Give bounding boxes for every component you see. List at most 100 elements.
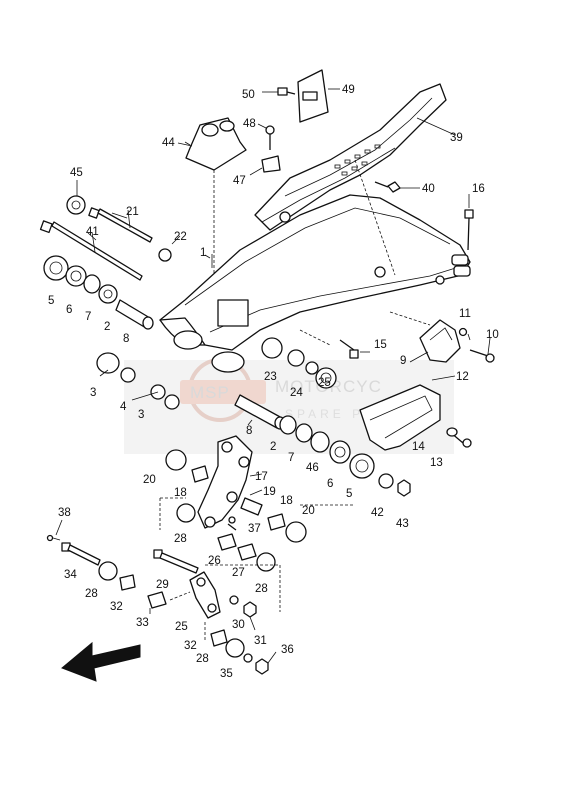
part-label-34: 34 xyxy=(64,569,77,581)
collars-18-20 xyxy=(159,449,355,543)
linkage-collars xyxy=(205,533,281,612)
part-label-28c: 28 xyxy=(85,588,98,600)
collar-45 xyxy=(66,180,86,215)
part-label-3a: 3 xyxy=(90,387,96,399)
shaft-21 xyxy=(88,207,153,243)
part-label-2b: 2 xyxy=(270,441,276,453)
part-label-33: 33 xyxy=(136,617,149,629)
part-label-7a: 7 xyxy=(85,311,91,323)
relay-arm-17 xyxy=(197,435,263,529)
part-label-29: 29 xyxy=(156,579,169,591)
part-label-19: 19 xyxy=(263,486,276,498)
part-label-1: 1 xyxy=(200,247,206,259)
clip-47 xyxy=(249,155,281,176)
part-label-5a: 5 xyxy=(48,295,54,307)
direction-arrow-icon xyxy=(61,641,141,682)
collar-33 xyxy=(147,591,191,609)
watermark-sub-text: SPARE PA xyxy=(285,407,375,421)
pin-38 xyxy=(46,534,61,542)
collars-3-4 xyxy=(96,352,180,410)
bolt-50 xyxy=(262,87,296,96)
leader-lines xyxy=(55,141,491,664)
swingarm-1 xyxy=(159,159,471,373)
shaft-41 xyxy=(39,220,143,281)
part-label-28d: 28 xyxy=(196,653,209,665)
collar-14 xyxy=(446,427,458,437)
part-label-20a: 20 xyxy=(143,474,156,486)
part-label-27: 27 xyxy=(232,567,245,579)
part-label-41: 41 xyxy=(86,226,99,238)
part-label-45: 45 xyxy=(70,167,83,179)
part-label-18a: 18 xyxy=(174,487,187,499)
part-label-10: 10 xyxy=(486,329,499,341)
chain-guard xyxy=(254,83,456,231)
part-label-7b: 7 xyxy=(288,452,294,464)
part-label-24: 24 xyxy=(290,387,303,399)
part-label-32a: 32 xyxy=(110,601,123,613)
bolt-48 xyxy=(257,123,275,150)
part-label-44: 44 xyxy=(162,137,175,149)
part-label-40: 40 xyxy=(422,183,435,195)
part-label-43: 43 xyxy=(396,518,409,530)
part-label-13: 13 xyxy=(430,457,443,469)
part-label-11: 11 xyxy=(459,308,471,320)
part-label-39: 39 xyxy=(450,132,463,144)
part-label-8a: 8 xyxy=(123,333,129,345)
part-label-6a: 6 xyxy=(66,304,72,316)
part-label-3b: 3 xyxy=(138,409,144,421)
bracket-49 xyxy=(297,69,340,123)
part-label-38: 38 xyxy=(58,507,71,519)
part-label-16: 16 xyxy=(472,183,485,195)
washer-11 xyxy=(458,327,468,337)
part-label-6b: 6 xyxy=(327,478,333,490)
part-label-42: 42 xyxy=(371,507,384,519)
part-label-25b: 25 xyxy=(175,621,188,633)
part-label-18b: 18 xyxy=(280,495,293,507)
pivot-stack-left xyxy=(43,255,154,330)
bolt-40 xyxy=(374,181,420,193)
link-25 xyxy=(189,571,221,619)
part-label-26: 26 xyxy=(208,555,221,567)
part-label-35: 35 xyxy=(220,668,233,680)
part-label-2a: 2 xyxy=(104,321,110,333)
part-label-25a: 25 xyxy=(318,377,331,389)
part-label-23: 23 xyxy=(264,371,277,383)
part-label-28a: 28 xyxy=(174,533,187,545)
part-label-15: 15 xyxy=(374,339,387,351)
bracket-9 xyxy=(419,319,461,363)
part-labels: 50 49 48 44 39 47 40 45 16 21 22 41 1 5 … xyxy=(48,84,499,680)
bolt-37 xyxy=(227,516,237,531)
bolt-10 xyxy=(469,349,495,363)
part-label-32b: 32 xyxy=(184,640,197,652)
part-label-14: 14 xyxy=(412,441,425,453)
part-label-17: 17 xyxy=(255,471,268,483)
bolt-13 xyxy=(449,431,472,448)
part-label-8b: 8 xyxy=(246,425,252,437)
nut-43 xyxy=(397,479,411,497)
part-label-31: 31 xyxy=(254,635,267,647)
part-label-36: 36 xyxy=(281,644,294,656)
part-label-12: 12 xyxy=(456,371,469,383)
washer-30 xyxy=(229,595,239,605)
pivot-stack-right xyxy=(234,394,375,479)
nut-31 xyxy=(243,601,257,618)
watermark-badge: MSP xyxy=(190,383,230,402)
part-label-28b: 28 xyxy=(255,583,268,595)
part-label-46: 46 xyxy=(306,462,319,474)
part-label-48: 48 xyxy=(243,118,256,130)
bolt-15 xyxy=(339,339,370,359)
block-44 xyxy=(177,117,247,330)
washer-42 xyxy=(378,473,394,489)
part-label-5b: 5 xyxy=(346,488,352,500)
chain-slider-12 xyxy=(359,375,456,451)
part-label-37: 37 xyxy=(248,523,261,535)
part-label-9: 9 xyxy=(400,355,406,367)
bolt-34 xyxy=(61,542,101,566)
part-label-30: 30 xyxy=(232,619,245,631)
part-label-50: 50 xyxy=(242,89,255,101)
collars-bottom xyxy=(204,620,269,675)
bolt-29 xyxy=(153,549,199,574)
washer-22 xyxy=(158,235,181,262)
collar-stack-23-25 xyxy=(261,337,337,389)
